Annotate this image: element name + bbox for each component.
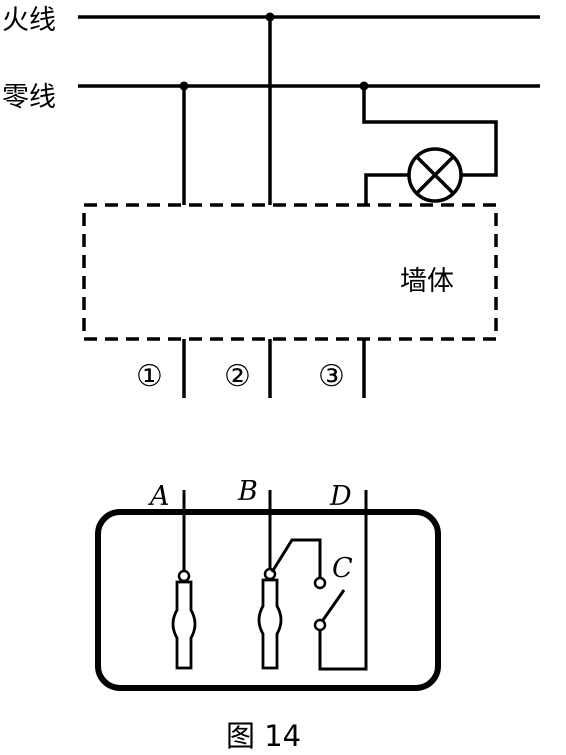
terminal-label-3: ③ xyxy=(318,359,345,394)
socket-label-c: C xyxy=(332,553,353,584)
socket-terminal-a xyxy=(171,490,197,670)
wall-label: 墙体 xyxy=(400,266,454,297)
socket-label-a: A xyxy=(147,481,170,512)
lamp-icon xyxy=(407,147,463,203)
switch-c xyxy=(313,490,368,671)
socket-label-b: B xyxy=(237,476,258,507)
socket-label-d: D xyxy=(329,481,352,512)
lamp-wire xyxy=(362,86,498,177)
lamp-return-wire xyxy=(364,173,408,205)
socket-panel xyxy=(95,509,441,691)
socket-terminal-b xyxy=(257,490,322,670)
neutral-wire-label: 零线 xyxy=(2,82,56,113)
live-wire-label: 火线 xyxy=(2,5,56,36)
terminal-label-1: ① xyxy=(136,359,163,394)
terminal-label-2: ② xyxy=(224,359,251,394)
figure-caption: 图 14 xyxy=(226,719,301,753)
